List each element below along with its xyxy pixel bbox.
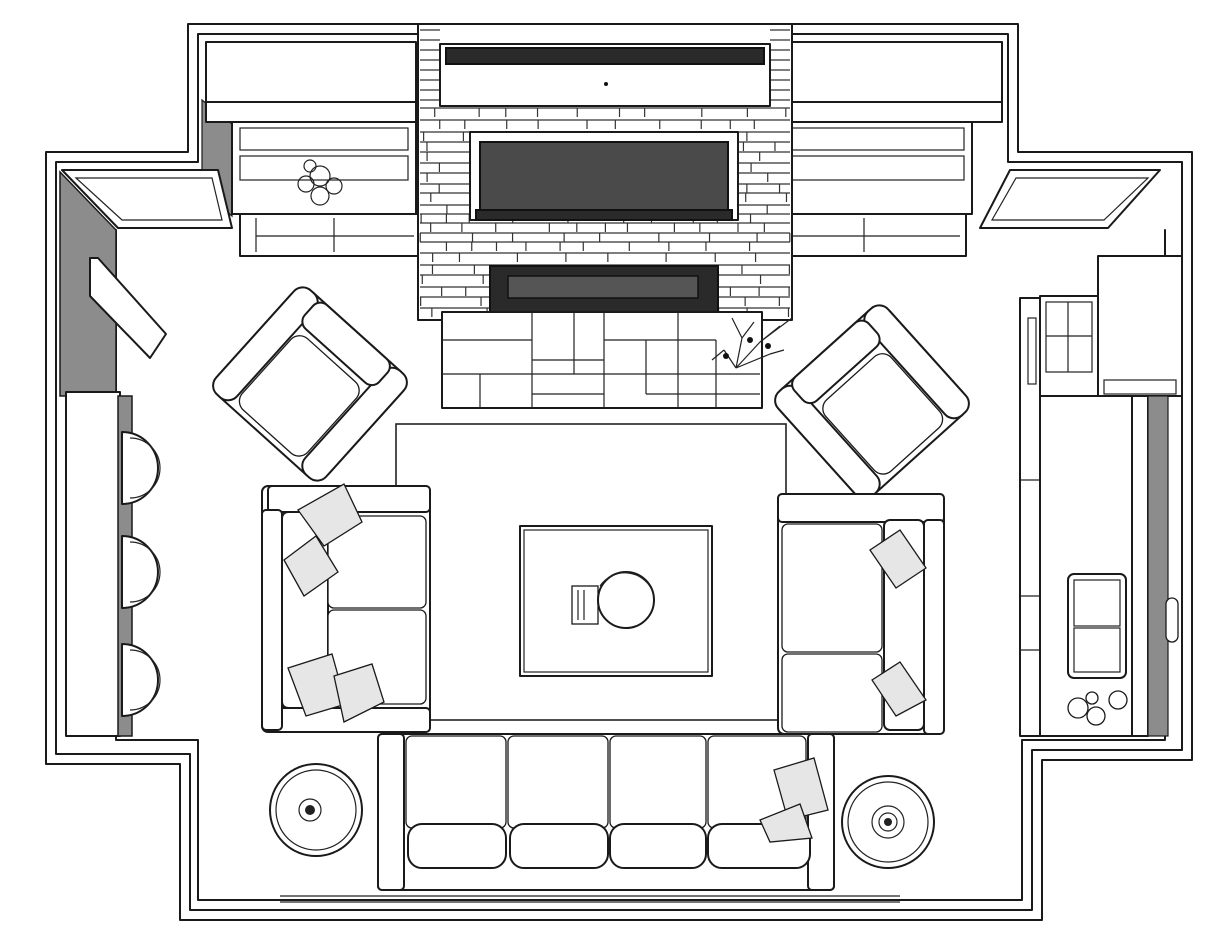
built-in-cabinets-left (205, 41, 421, 257)
decor-ornament (297, 159, 343, 206)
armchair-right (774, 304, 970, 500)
hearth-tiles (441, 311, 763, 409)
fireplace-insert (489, 265, 719, 313)
side-table-right (841, 775, 935, 869)
bar-stools (121, 431, 161, 717)
built-in-cabinets-right (775, 41, 1003, 257)
loveseat-right (777, 493, 945, 735)
tv-screen (469, 131, 739, 221)
side-table-left (269, 763, 363, 857)
loveseat-left (261, 483, 431, 733)
armchair-left (212, 286, 408, 482)
sofa (377, 733, 835, 891)
coffee-table (519, 525, 713, 677)
kitchenette-cabinets (1019, 255, 1183, 737)
plant (711, 317, 793, 369)
